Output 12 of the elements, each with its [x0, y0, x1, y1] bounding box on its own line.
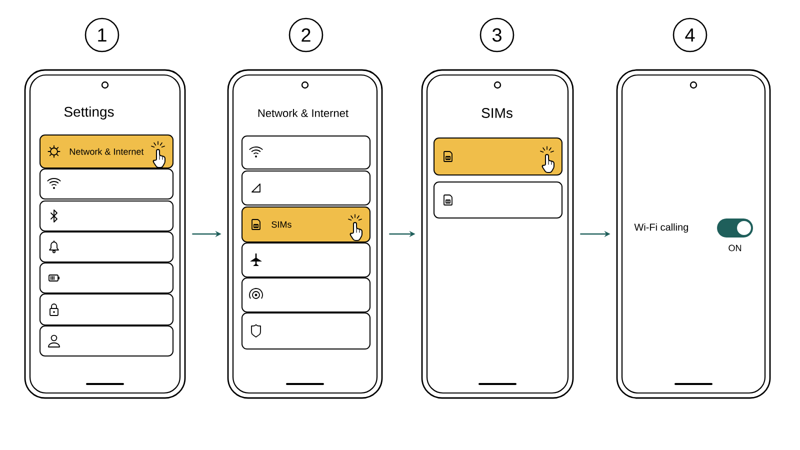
screen-title: Network & Internet [258, 108, 348, 118]
toggle-state: ON [728, 244, 742, 252]
list-row: SIMs [242, 206, 370, 242]
screen-title: Settings [64, 106, 114, 120]
step-number: 1 [84, 18, 120, 52]
screen-title: SIMs [482, 108, 512, 118]
phone-frame [616, 69, 771, 399]
step-number: 3 [480, 18, 514, 52]
step-number: 2 [288, 18, 324, 52]
step-number: 4 [672, 18, 708, 52]
setting-label: Wi-Fi calling [634, 223, 688, 233]
list-row: Network & Internet [40, 134, 174, 168]
